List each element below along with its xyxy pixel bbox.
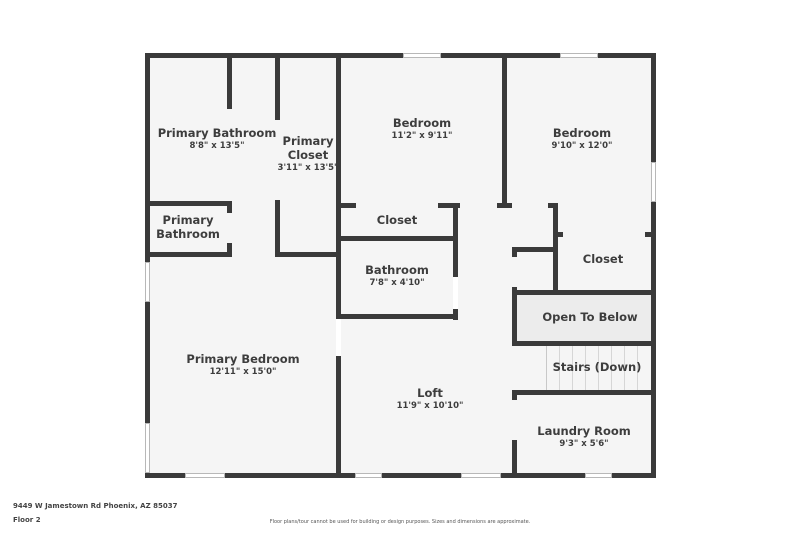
interior-wall [145, 252, 232, 257]
interior-wall [512, 247, 517, 257]
interior-wall [438, 203, 460, 208]
interior-wall [512, 341, 655, 346]
window [145, 423, 150, 473]
room-label-stairs: Stairs (Down) [552, 360, 642, 374]
floor-label: Floor 2 [13, 516, 41, 524]
outer-wall-bottom [145, 473, 656, 478]
window [403, 53, 441, 58]
interior-wall [512, 287, 517, 346]
interior-wall [227, 201, 232, 213]
address-text: 9449 W Jamestown Rd Phoenix, AZ 85037 [13, 502, 178, 510]
interior-wall [145, 201, 232, 206]
doorway [336, 318, 341, 356]
window [185, 473, 225, 478]
window [461, 473, 501, 478]
floor-area [145, 53, 655, 478]
room-label-bathroom: Bathroom 7'8" x 4'10" [365, 263, 429, 288]
outer-wall-top [145, 53, 656, 58]
interior-wall [512, 290, 655, 295]
interior-wall [645, 232, 655, 237]
interior-wall [512, 247, 558, 252]
interior-wall [502, 53, 507, 208]
interior-wall [227, 53, 232, 109]
room-label-loft: Loft 11'9" x 10'10" [396, 386, 464, 411]
interior-wall [453, 203, 458, 320]
window [355, 473, 382, 478]
interior-wall [512, 390, 655, 395]
room-label-laundry-room: Laundry Room 9'3" x 5'6" [537, 424, 631, 449]
interior-wall [336, 203, 356, 208]
interior-wall [227, 243, 232, 257]
window [585, 473, 612, 478]
window [651, 162, 656, 202]
interior-wall [275, 252, 340, 257]
open-to-below-area [516, 294, 651, 341]
interior-wall [553, 232, 563, 237]
room-label-primary-bathroom: Primary Bathroom 8'8" x 13'5" [157, 126, 277, 151]
interior-wall [336, 53, 341, 473]
room-label-closet-1: Closet [376, 213, 418, 227]
interior-wall [275, 53, 280, 120]
room-label-primary-bathroom-2: Primary Bathroom [156, 213, 220, 241]
window [145, 262, 150, 302]
room-label-open-to-below: Open To Below [542, 310, 638, 324]
interior-wall [512, 390, 517, 400]
disclaimer-text: Floor plans/tour cannot be used for buil… [269, 519, 531, 525]
room-label-closet-2: Closet [582, 252, 624, 266]
room-label-bedroom-1: Bedroom 11'2" x 9'11" [391, 116, 453, 141]
interior-wall [336, 236, 458, 241]
outer-wall-right [651, 53, 656, 478]
room-label-bedroom-2: Bedroom 9'10" x 12'0" [551, 126, 613, 151]
interior-wall [512, 440, 517, 478]
room-label-primary-closet: Primary Closet 3'11" x 13'5" [277, 134, 339, 173]
interior-wall [275, 200, 280, 257]
interior-wall [497, 203, 512, 208]
window [560, 53, 598, 58]
interior-wall [336, 314, 458, 319]
room-label-primary-bedroom: Primary Bedroom 12'11" x 15'0" [186, 352, 300, 377]
doorway [453, 277, 458, 309]
